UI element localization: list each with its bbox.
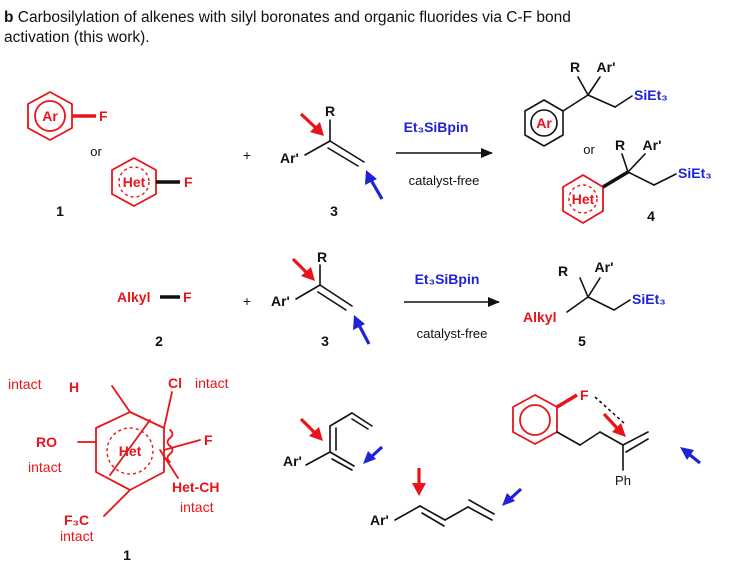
blue-arrow-diene xyxy=(363,445,384,464)
plus-sign-2: + xyxy=(243,293,251,309)
fluorine-label-2: F xyxy=(184,174,193,190)
diene-ar-label: Ar' xyxy=(283,453,302,469)
intramolecular-substrate-structure xyxy=(512,393,649,471)
chlorine-label: Cl xyxy=(168,375,182,391)
heteroaryl-fluoride-ring xyxy=(111,157,180,207)
red-arrow-diene xyxy=(299,417,323,441)
product-silyl-label: SiEt₃ xyxy=(634,87,668,103)
compound-number-4: 4 xyxy=(647,208,655,224)
aryl-fluoride-ring xyxy=(27,91,96,141)
reagent-label-2: Et₃SiBpin xyxy=(415,271,480,287)
ro-label: RO xyxy=(36,434,57,450)
compound-number-2: 2 xyxy=(155,333,163,349)
scope-het-label: Het xyxy=(119,443,142,459)
red-arrow-alkene-1 xyxy=(299,112,324,136)
compound-number-5: 5 xyxy=(578,333,586,349)
product5-r-label: R xyxy=(558,263,568,279)
product-arprime-label: Ar' xyxy=(597,59,616,75)
product5-alkyl-label: Alkyl xyxy=(523,309,556,325)
intact-label-2: intact xyxy=(195,375,229,391)
compound-number-1-scope: 1 xyxy=(123,547,131,563)
intact-label-3: intact xyxy=(28,459,62,475)
product-heteroaryl-structure xyxy=(562,153,677,224)
product5-silyl-label: SiEt₃ xyxy=(632,291,666,307)
intact-label-1: intact xyxy=(8,376,42,392)
hydrogen-label: H xyxy=(69,379,79,395)
alkene2-r-label: R xyxy=(317,249,327,265)
blue-arrow-triene xyxy=(502,487,523,506)
blue-arrow-alkene-1 xyxy=(365,170,384,200)
fluorine-label-1: F xyxy=(99,108,108,124)
diene-structure xyxy=(305,412,373,471)
triene-ar-label: Ar' xyxy=(370,512,389,528)
scope-fluorine-label: F xyxy=(204,432,213,448)
intact-label-4: intact xyxy=(180,499,214,515)
alkene-3-top xyxy=(304,119,365,167)
red-arrow-triene xyxy=(412,468,426,496)
reagent-label-1: Et₃SiBpin xyxy=(404,119,469,135)
triene-structure xyxy=(394,499,495,527)
red-arrow-intramolecular xyxy=(602,412,626,437)
product-ar-ring-label: Ar xyxy=(536,115,552,131)
condition-label-1: catalyst-free xyxy=(409,173,480,188)
het-label-1: Het xyxy=(123,174,146,190)
alkyl-label: Alkyl xyxy=(117,289,150,305)
alkene-3-bottom xyxy=(295,264,353,311)
phenyl-label: Ph xyxy=(615,473,631,488)
product5-arprime-label: Ar' xyxy=(595,259,614,275)
intramolecular-fluorine-label: F xyxy=(580,387,589,403)
compound-number-3-bottom: 3 xyxy=(321,333,329,349)
ar-label: Ar xyxy=(42,108,58,124)
compound-number-3-top: 3 xyxy=(330,203,338,219)
intact-label-5: intact xyxy=(60,528,94,544)
or-label-1: or xyxy=(90,144,102,159)
alkyl-fluorine-label: F xyxy=(183,289,192,305)
plus-sign-1: + xyxy=(243,147,251,163)
f3c-label: F₃C xyxy=(64,512,89,528)
product-het-ring-label: Het xyxy=(572,191,595,207)
compound-number-1: 1 xyxy=(56,203,64,219)
product2-r-label: R xyxy=(615,137,625,153)
product-r-label: R xyxy=(570,59,580,75)
red-arrow-alkene-2 xyxy=(291,257,315,281)
caption-line-2: activation (this work). xyxy=(4,29,150,46)
caption-line-1: b Carbosilylation of alkenes with silyl … xyxy=(4,9,571,26)
product-aryl-structure xyxy=(524,76,633,147)
blue-arrow-intramolecular xyxy=(680,447,701,465)
product2-arprime-label: Ar' xyxy=(643,137,662,153)
product2-silyl-label: SiEt₃ xyxy=(678,165,712,181)
product-5-structure xyxy=(566,277,631,313)
alkene-r-label: R xyxy=(325,103,335,119)
alkene-ar-label: Ar' xyxy=(280,150,299,166)
condition-label-2: catalyst-free xyxy=(417,326,488,341)
or-label-2: or xyxy=(583,142,595,157)
het-ch-label: Het-CH xyxy=(172,479,219,495)
blue-arrow-alkene-2 xyxy=(353,315,371,345)
scope-substrate-structure xyxy=(77,385,201,517)
alkene2-ar-label: Ar' xyxy=(271,293,290,309)
